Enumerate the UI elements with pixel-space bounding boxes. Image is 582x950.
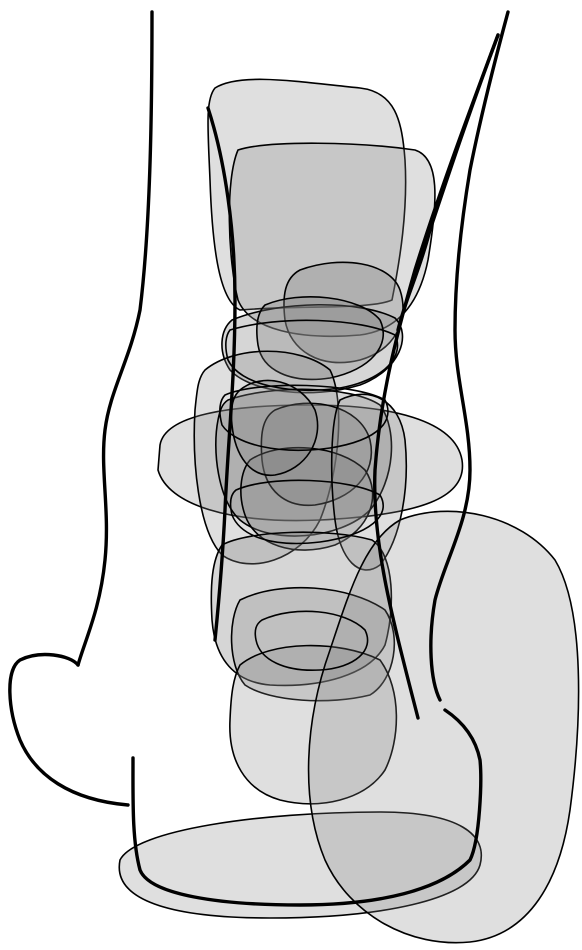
overlay-regions: [119, 79, 578, 942]
outline-heel: [10, 655, 128, 805]
outline-left-contour: [78, 12, 152, 665]
